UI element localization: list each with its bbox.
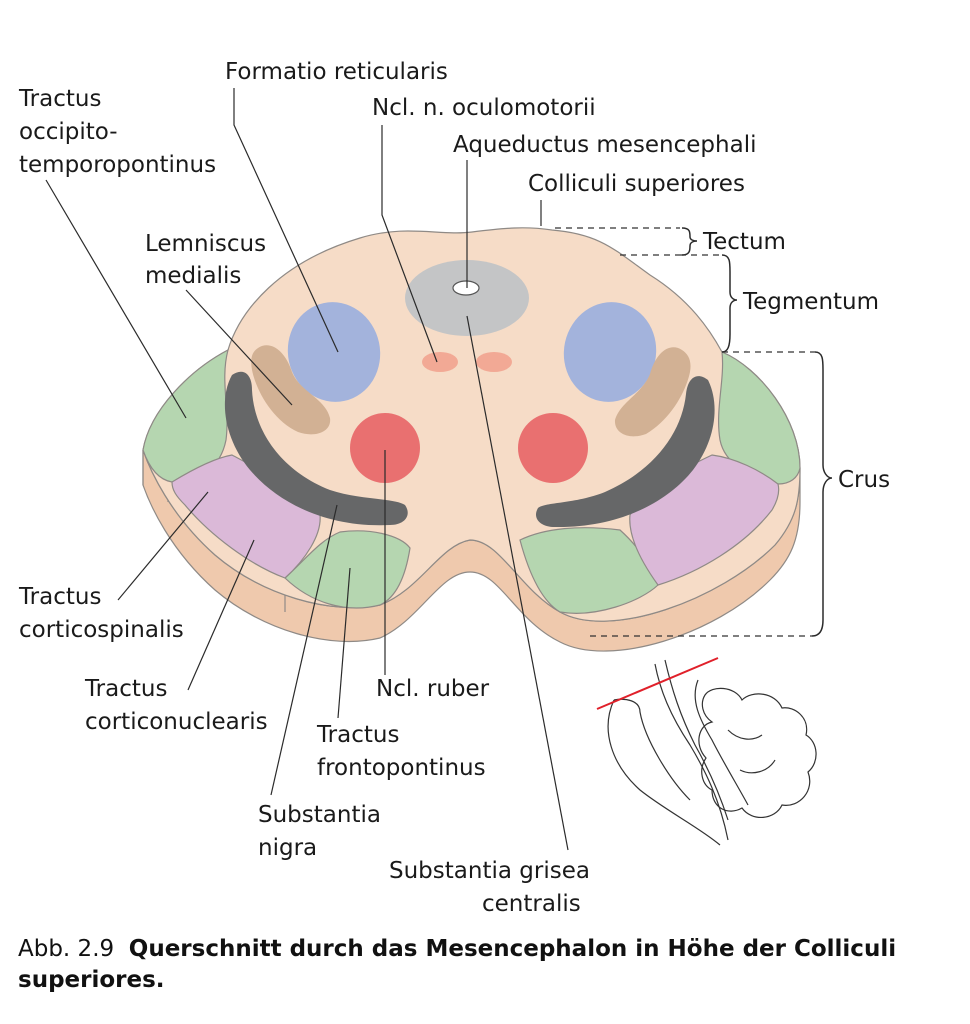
label-substantia-nigra-1: Substantia <box>258 802 381 828</box>
label-substantia-nigra-2: nigra <box>258 835 317 861</box>
leader-lines <box>45 88 569 851</box>
caption-title: Querschnitt durch das Mesencephalon in H… <box>18 936 897 994</box>
tractus-frontopontinus-left <box>284 530 411 609</box>
label-tractus-corticospinalis-1: Tractus <box>18 584 101 610</box>
label-tractus-corticospinalis-2: corticospinalis <box>19 617 184 643</box>
labels: Formatio reticularis Tractus occipito- t… <box>18 59 890 917</box>
label-lemniscus-medialis-1: Lemniscus <box>145 231 266 257</box>
label-ncl-oculomotorii: Ncl. n. oculomotorii <box>372 95 596 121</box>
label-substantia-grisea-centralis-1: Substantia grisea <box>389 858 590 884</box>
label-formatio-reticularis: Formatio reticularis <box>225 59 448 85</box>
ncl-oculomotorii-left <box>422 352 458 372</box>
label-tractus-frontopontinus-1: Tractus <box>316 722 399 748</box>
label-crus: Crus <box>838 467 890 493</box>
label-tractus-corticonuclearis-2: corticonuclearis <box>85 709 268 735</box>
label-tractus-corticonuclearis-1: Tractus <box>84 676 167 702</box>
label-substantia-grisea-centralis-2: centralis <box>482 891 581 917</box>
label-lemniscus-medialis-2: medialis <box>145 263 241 289</box>
substantia-nigra-left <box>224 371 408 526</box>
label-tegmentum: Tegmentum <box>742 289 879 315</box>
substantia-grisea-centralis <box>405 260 529 336</box>
ncl-ruber-left <box>350 413 420 483</box>
label-aqueductus-mesencephali: Aqueductus mesencephali <box>453 132 756 158</box>
lemniscus-medialis-right <box>614 347 691 437</box>
formatio-reticularis-left <box>287 302 381 402</box>
label-tectum: Tectum <box>702 229 786 255</box>
section-line <box>596 657 719 710</box>
label-tractus-occipitotemporopontinus-3: temporopontinus <box>19 152 216 178</box>
region-brackets <box>555 227 833 637</box>
substantia-nigra-right <box>535 376 715 528</box>
label-tractus-occipitotemporopontinus-2: occipito- <box>19 119 118 145</box>
caption-number: Abb. 2.9 <box>18 936 115 962</box>
label-colliculi-superiores: Colliculi superiores <box>528 171 745 197</box>
ncl-oculomotorii-right <box>476 352 512 372</box>
aqueductus-mesencephali <box>452 280 480 296</box>
lemniscus-medialis-left <box>251 345 331 435</box>
label-ncl-ruber: Ncl. ruber <box>376 676 490 702</box>
figure-caption: Abb. 2.9 Querschnitt durch das Mesenceph… <box>18 934 958 997</box>
label-tractus-occipitotemporopontinus-1: Tractus <box>18 86 101 112</box>
orientation-sketch <box>596 657 817 846</box>
formatio-reticularis-right <box>563 302 657 402</box>
ncl-ruber-right <box>518 413 588 483</box>
label-tractus-frontopontinus-2: frontopontinus <box>317 755 486 781</box>
